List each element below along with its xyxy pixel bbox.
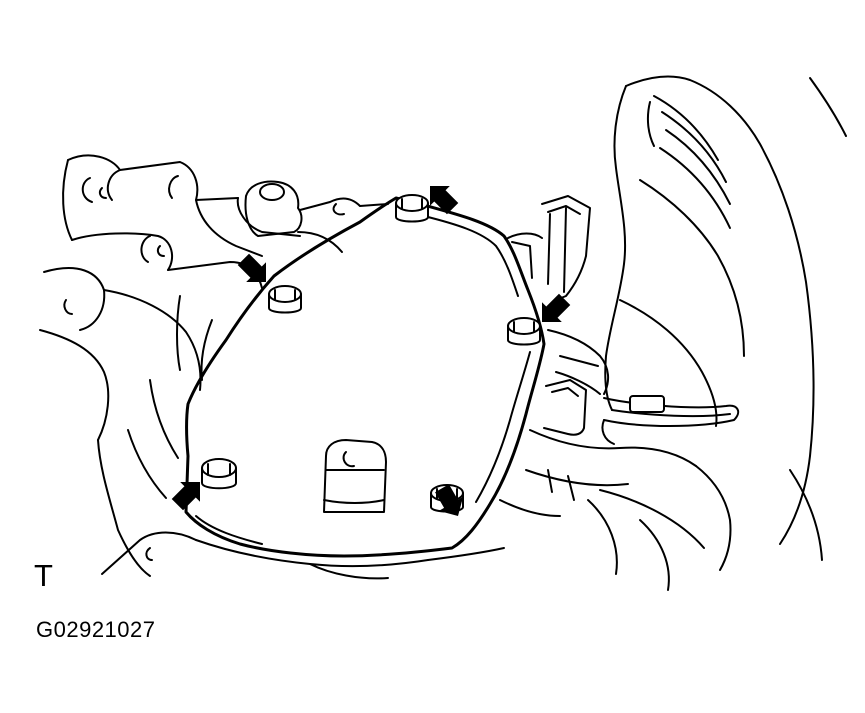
arrow-icon: [237, 253, 266, 282]
center-boss: [323, 439, 387, 513]
lower-housing: [195, 539, 505, 580]
bolt-icon: [201, 458, 237, 490]
bolt-icon: [395, 194, 429, 223]
engine-housing-left: [39, 154, 301, 577]
air-hose: [604, 75, 847, 545]
arrow-icon: [430, 186, 459, 215]
cover-gasket-outline: [184, 196, 546, 558]
figure-code: G02921027: [36, 617, 156, 642]
arrow-icon: [171, 482, 200, 511]
view-marker: T: [34, 558, 53, 593]
filler-boss: [244, 180, 389, 253]
engine-mount-bracket: [499, 195, 823, 591]
bolt-icon: [507, 317, 541, 346]
arrow-icon: [542, 293, 571, 322]
arrow-icon: [435, 484, 464, 516]
hose-clamp: [601, 395, 740, 445]
bolt-icon: [268, 285, 302, 314]
